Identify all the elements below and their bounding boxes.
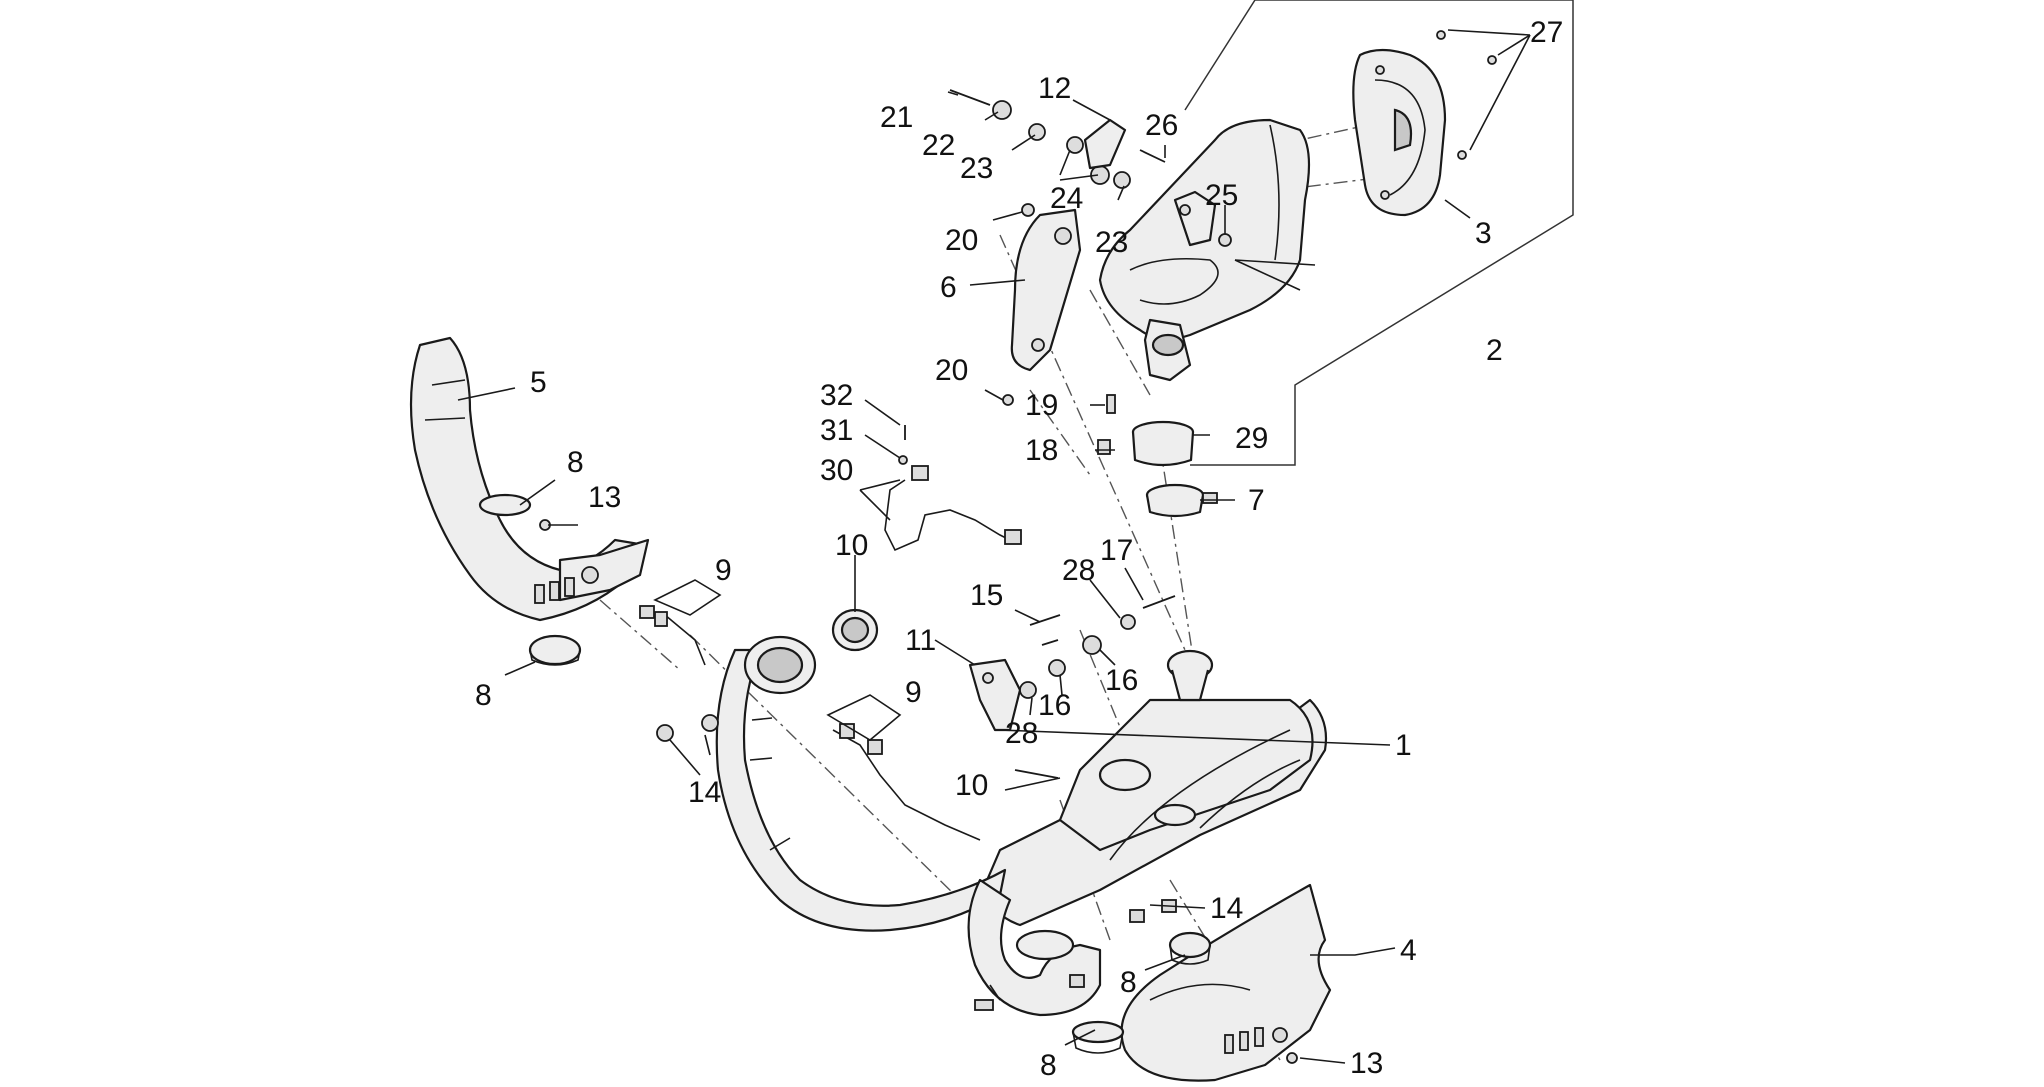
part-6-upper-heat-shield (1010, 208, 1082, 372)
callout-13a: 13 (588, 481, 621, 514)
callout-14b: 14 (1210, 892, 1243, 925)
callout-25: 25 (1205, 179, 1238, 212)
callout-23b: 23 (1095, 226, 1128, 259)
callout-17: 17 (1100, 534, 1133, 567)
callout-8a: 8 (567, 446, 584, 479)
callout-23a: 23 (960, 152, 993, 185)
callout-16b: 16 (1105, 664, 1138, 697)
callout-13b: 13 (1350, 1047, 1383, 1080)
callout-26: 26 (1145, 109, 1178, 142)
part-29-sleeve (1131, 420, 1195, 467)
part-4-lower-heat-shield (1120, 883, 1332, 1082)
callout-8d: 8 (1040, 1049, 1057, 1082)
callout-9a: 9 (715, 554, 732, 587)
callout-24: 24 (1050, 182, 1083, 215)
part-3-silencer-cover (1352, 48, 1447, 217)
callout-29: 29 (1235, 422, 1268, 455)
callout-8b: 8 (475, 679, 492, 712)
part-5-left-heat-shield (409, 336, 650, 622)
callout-12: 12 (1038, 72, 1071, 105)
callout-16a: 16 (1038, 689, 1071, 722)
callout-3: 3 (1475, 217, 1492, 250)
callout-9b: 9 (905, 676, 922, 709)
part-30-sensor-cable (884, 465, 1022, 552)
callout-18: 18 (1025, 434, 1058, 467)
part-9-lambda-sensors (639, 605, 981, 841)
callout-7: 7 (1248, 484, 1265, 517)
leader-lines (457, 29, 1531, 1064)
callout-labels: 1 2 3 4 5 6 7 8 8 8 8 9 9 10 10 11 12 13… (475, 16, 1563, 1082)
callout-2: 2 (1486, 334, 1503, 367)
callout-30: 30 (820, 454, 853, 487)
part-10-gasket (831, 608, 1059, 779)
callout-32: 32 (820, 379, 853, 412)
callout-28a: 28 (1062, 554, 1095, 587)
callout-5: 5 (530, 366, 547, 399)
callout-19: 19 (1025, 389, 1058, 422)
callout-20a: 20 (945, 224, 978, 257)
callout-22: 22 (922, 129, 955, 162)
part-1-collector-body (715, 635, 1328, 1017)
part-7-clamp (1145, 483, 1218, 518)
callout-10b: 10 (955, 769, 988, 802)
callout-27: 27 (1530, 16, 1563, 49)
callout-15: 15 (970, 579, 1003, 612)
callout-11: 11 (905, 624, 936, 657)
callout-31: 31 (820, 414, 853, 447)
callout-1: 1 (1395, 729, 1412, 762)
part-8-clamps (478, 493, 1212, 1054)
callout-20b: 20 (935, 354, 968, 387)
part-2-silencer-end (1098, 118, 1311, 382)
callout-6: 6 (940, 271, 957, 304)
callout-28b: 28 (1005, 717, 1038, 750)
callout-10a: 10 (835, 529, 868, 562)
callout-21: 21 (880, 101, 913, 134)
assembly-frame-2 (1184, 0, 1574, 466)
callout-8c: 8 (1120, 966, 1137, 999)
callout-4: 4 (1400, 934, 1417, 967)
callout-14a: 14 (688, 776, 721, 809)
hardware-fasteners (539, 30, 1497, 1064)
